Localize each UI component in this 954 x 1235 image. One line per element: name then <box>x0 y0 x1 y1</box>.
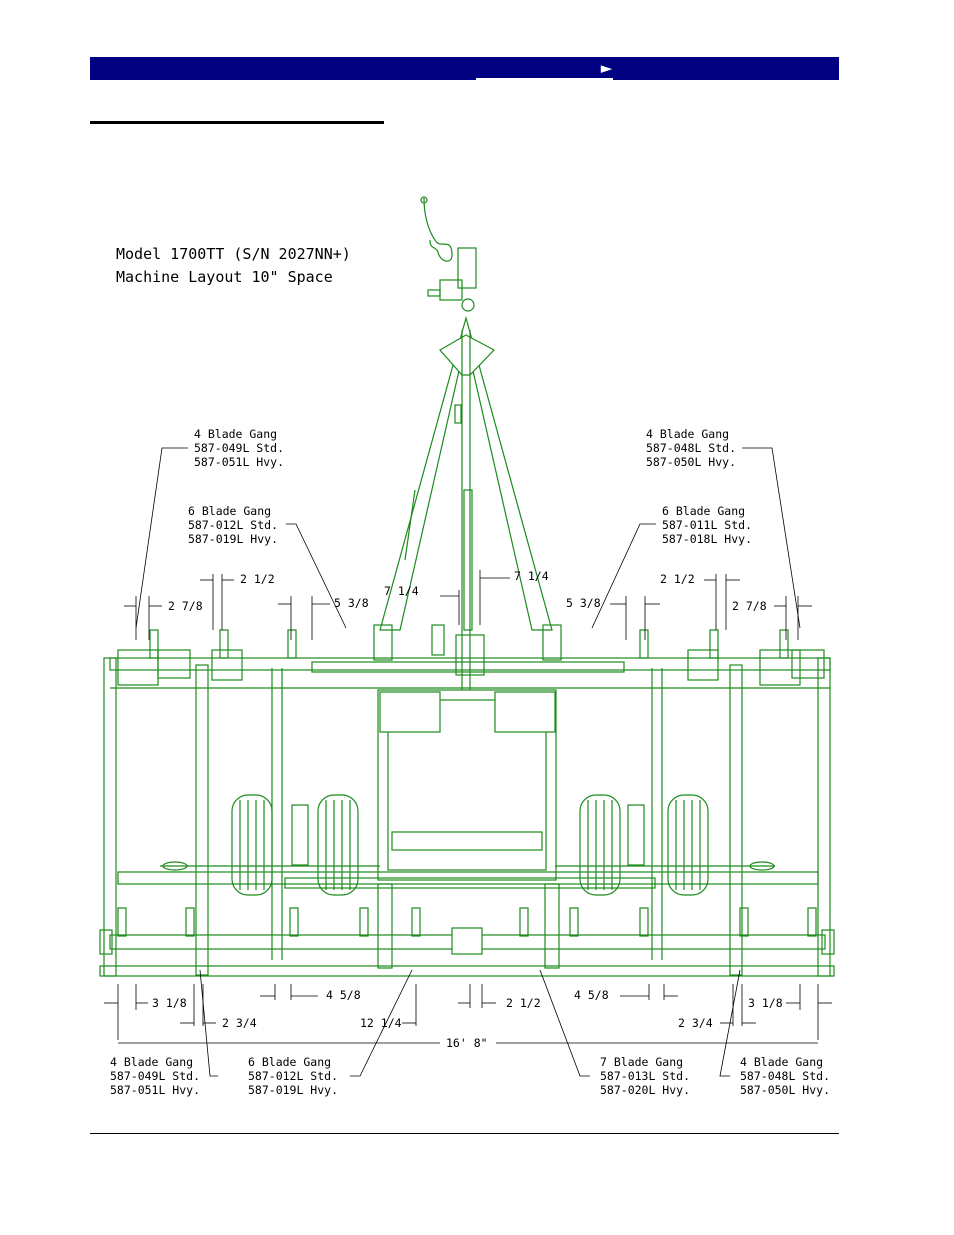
callout-top-right-6-blade: 6 Blade Gang 587-011L Std. 587-018L Hvy. <box>662 504 752 546</box>
dim-2-1-2-right: 2 1/2 <box>660 572 695 586</box>
svg-text:4 Blade Gang: 4 Blade Gang <box>110 1055 193 1069</box>
svg-text:4 Blade Gang: 4 Blade Gang <box>194 427 277 441</box>
dim-4-5-8-left: 4 5/8 <box>326 988 361 1002</box>
svg-text:4 Blade Gang: 4 Blade Gang <box>646 427 729 441</box>
svg-text:4 Blade Gang: 4 Blade Gang <box>740 1055 823 1069</box>
svg-text:7 Blade Gang: 7 Blade Gang <box>600 1055 683 1069</box>
dim-2-3-4-left: 2 3/4 <box>222 1016 257 1030</box>
callout-top-right-4-blade: 4 Blade Gang 587-048L Std. 587-050L Hvy. <box>646 427 736 469</box>
svg-text:587-019L Hvy.: 587-019L Hvy. <box>188 532 278 546</box>
next-arrow-icon: ► <box>600 59 613 77</box>
svg-text:587-051L Hvy.: 587-051L Hvy. <box>194 455 284 469</box>
dim-overall-width: 16' 8" <box>446 1036 488 1050</box>
drawing-title-line1: Model 1700TT (S/N 2027NN+) <box>116 245 351 263</box>
callout-top-left-4-blade: 4 Blade Gang 587-049L Std. 587-051L Hvy. <box>194 427 284 469</box>
svg-text:587-018L Hvy.: 587-018L Hvy. <box>662 532 752 546</box>
machine-frame <box>99 196 835 977</box>
svg-text:6 Blade Gang: 6 Blade Gang <box>662 504 745 518</box>
dimension-lines <box>104 447 832 1077</box>
dim-2-7-8-right: 2 7/8 <box>732 599 767 613</box>
next-page-link[interactable]: ► <box>476 60 613 80</box>
svg-text:587-048L Std.: 587-048L Std. <box>646 441 736 455</box>
svg-text:6 Blade Gang: 6 Blade Gang <box>248 1055 331 1069</box>
dim-2-1-2-left: 2 1/2 <box>240 572 275 586</box>
dim-12-1-4: 12 1/4 <box>360 1016 402 1030</box>
dim-2-3-4-right: 2 3/4 <box>678 1016 713 1030</box>
svg-text:6 Blade Gang: 6 Blade Gang <box>188 504 271 518</box>
svg-text:587-012L Std.: 587-012L Std. <box>188 518 278 532</box>
dim-3-1-8-right: 3 1/8 <box>748 996 783 1010</box>
header-bar: ► <box>90 57 839 80</box>
callout-bottom-right-4-blade: 4 Blade Gang 587-048L Std. 587-050L Hvy. <box>740 1055 830 1097</box>
callout-bottom-center-7-blade: 7 Blade Gang 587-013L Std. 587-020L Hvy. <box>600 1055 690 1097</box>
dim-7-1-4-left: 7 1/4 <box>384 584 419 598</box>
callout-bottom-left-6-blade: 6 Blade Gang 587-012L Std. 587-019L Hvy. <box>248 1055 338 1097</box>
footer-rule <box>90 1133 839 1134</box>
section-title-rule <box>90 121 384 124</box>
dim-2-1-2-bottom: 2 1/2 <box>506 996 541 1010</box>
svg-text:587-048L Std.: 587-048L Std. <box>740 1069 830 1083</box>
svg-text:587-049L Std.: 587-049L Std. <box>110 1069 200 1083</box>
svg-text:587-020L Hvy.: 587-020L Hvy. <box>600 1083 690 1097</box>
callout-bottom-left-4-blade: 4 Blade Gang 587-049L Std. 587-051L Hvy. <box>110 1055 200 1097</box>
drawing-title-line2: Machine Layout 10" Space <box>116 268 333 286</box>
dim-3-1-8-left: 3 1/8 <box>152 996 187 1010</box>
svg-text:587-019L Hvy.: 587-019L Hvy. <box>248 1083 338 1097</box>
svg-text:587-050L Hvy.: 587-050L Hvy. <box>740 1083 830 1097</box>
svg-text:587-050L Hvy.: 587-050L Hvy. <box>646 455 736 469</box>
dim-5-3-8-left: 5 3/8 <box>334 596 369 610</box>
svg-text:587-012L Std.: 587-012L Std. <box>248 1069 338 1083</box>
dim-2-7-8-left: 2 7/8 <box>168 599 203 613</box>
dim-7-1-4-right: 7 1/4 <box>514 569 549 583</box>
svg-text:587-051L Hvy.: 587-051L Hvy. <box>110 1083 200 1097</box>
svg-text:587-011L Std.: 587-011L Std. <box>662 518 752 532</box>
svg-text:587-049L Std.: 587-049L Std. <box>194 441 284 455</box>
dim-5-3-8-right: 5 3/8 <box>566 596 601 610</box>
svg-text:587-013L Std.: 587-013L Std. <box>600 1069 690 1083</box>
callout-top-left-6-blade: 6 Blade Gang 587-012L Std. 587-019L Hvy. <box>188 504 278 546</box>
dim-4-5-8-right: 4 5/8 <box>574 988 609 1002</box>
